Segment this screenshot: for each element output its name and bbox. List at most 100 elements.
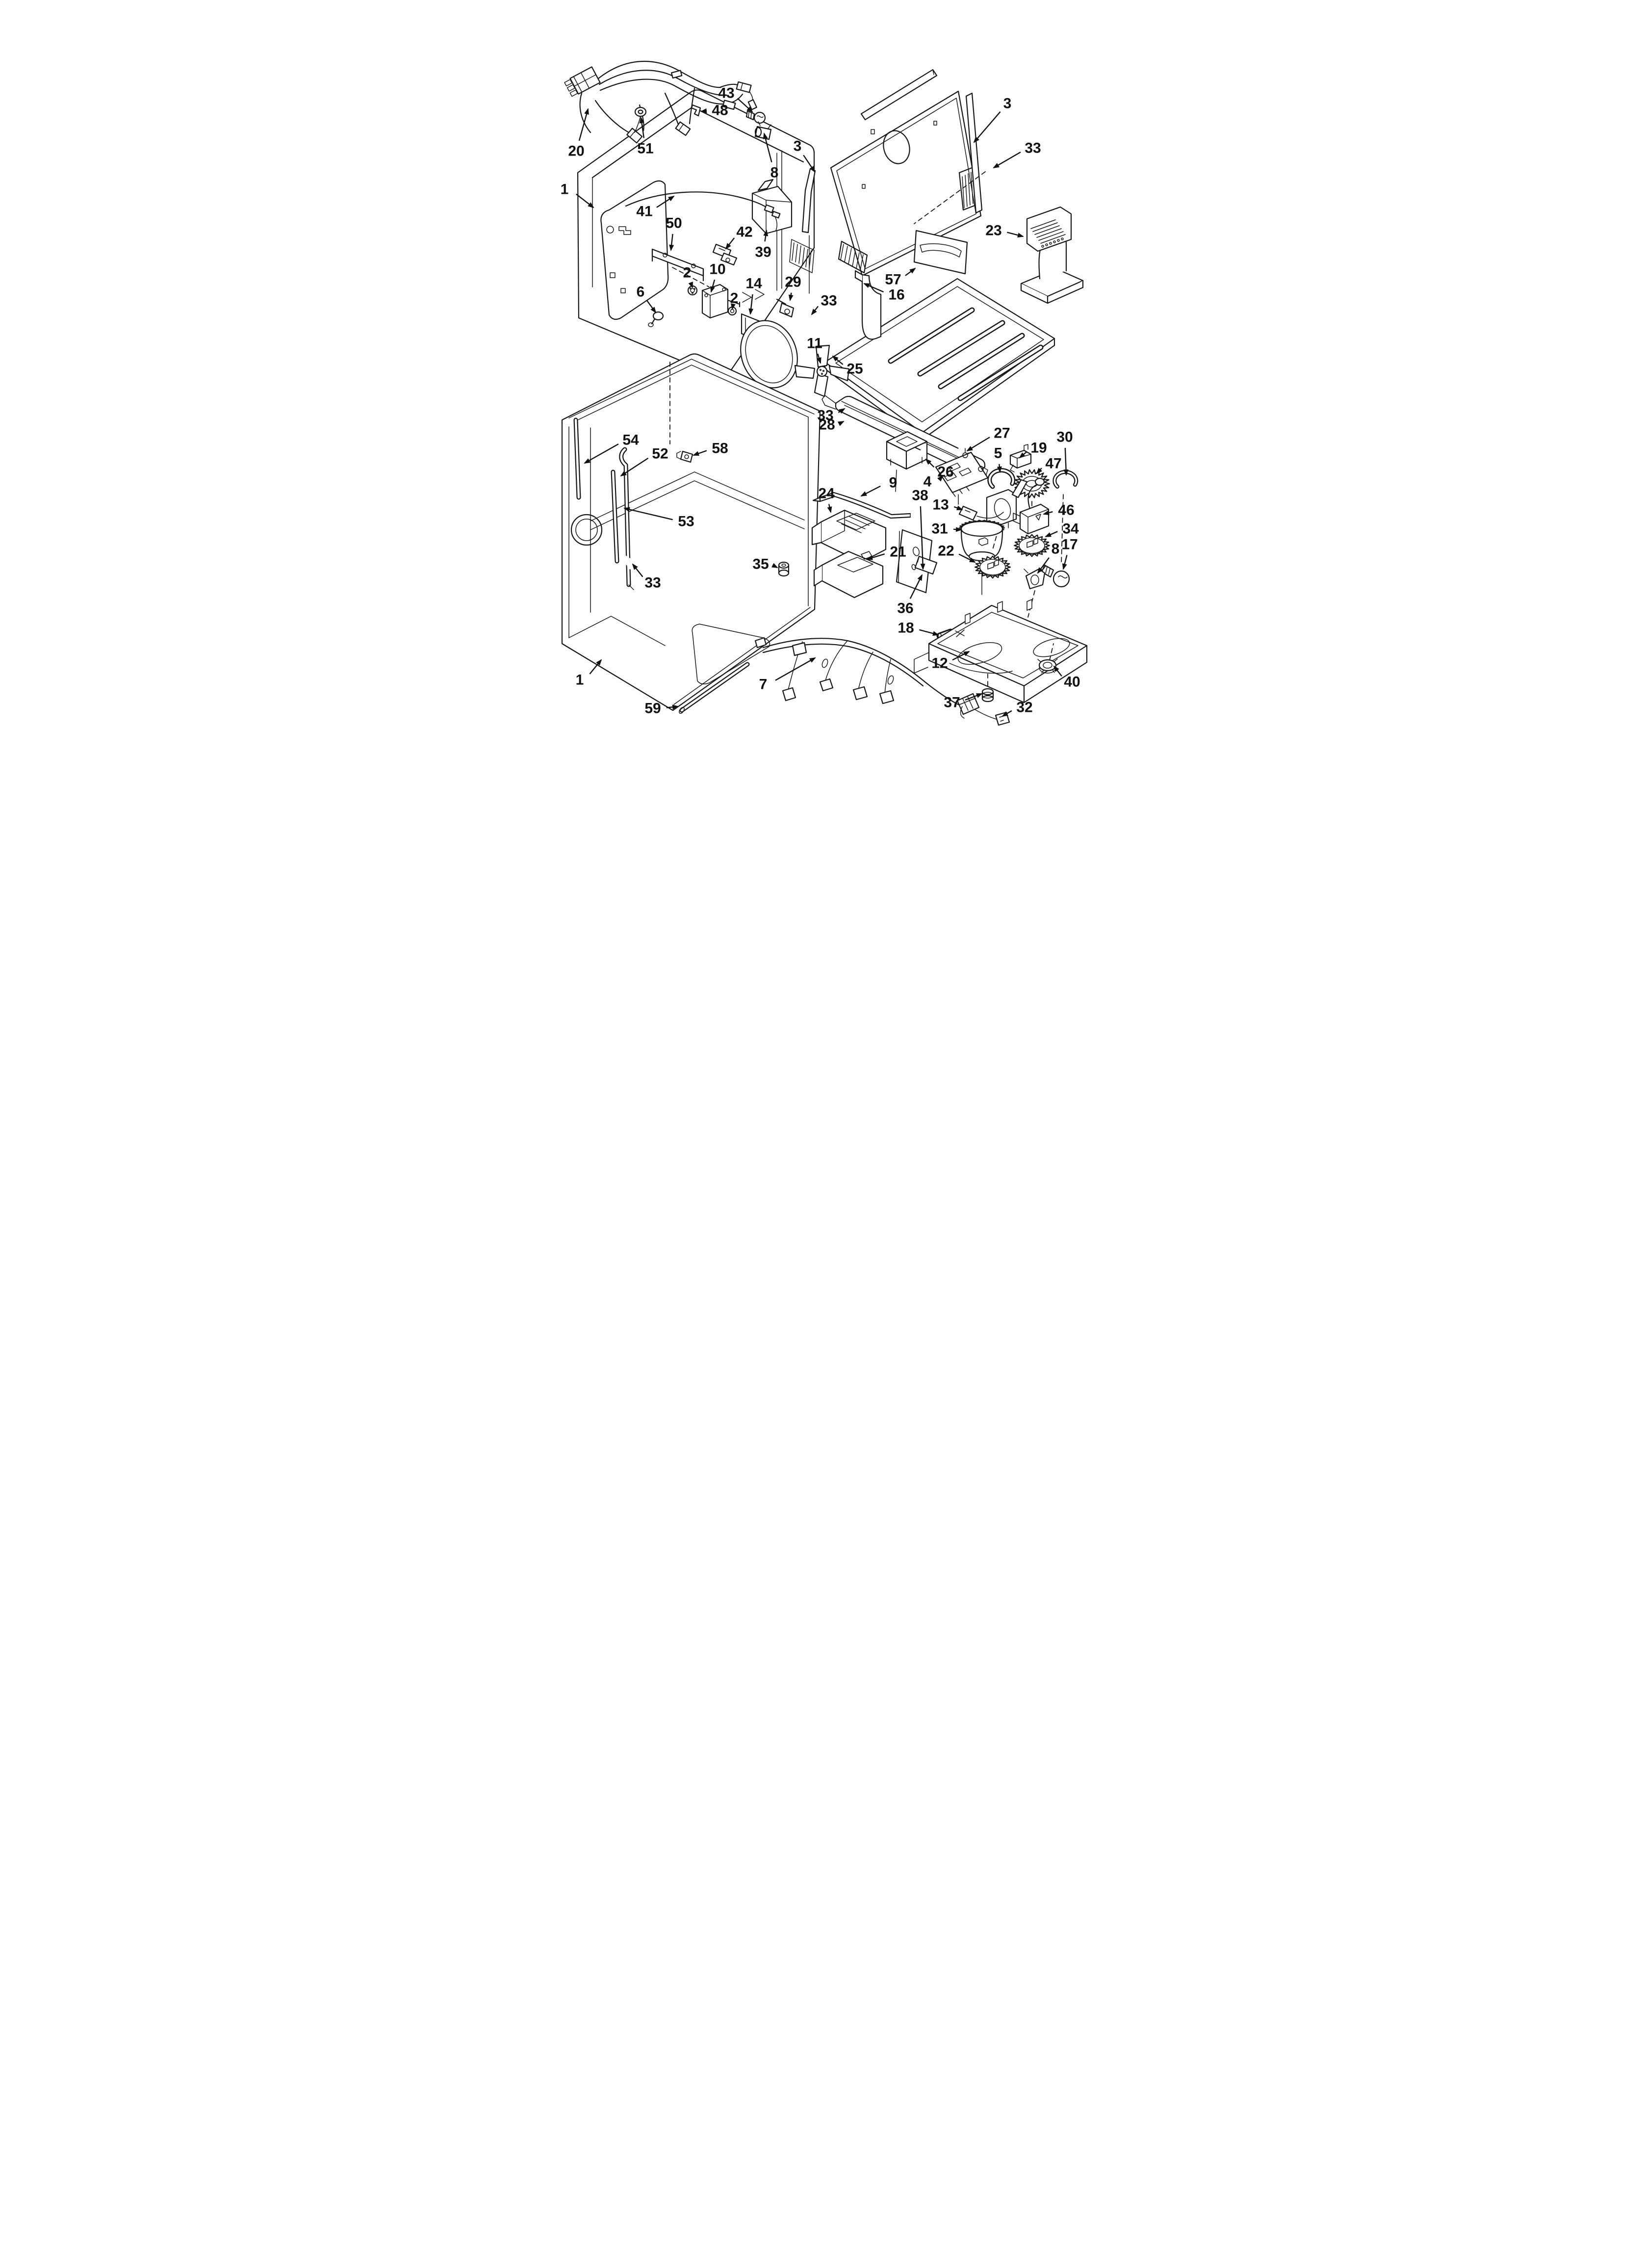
callout-40: 40: [1053, 665, 1080, 690]
control-board-4: [935, 448, 989, 505]
callout-2-b: 2: [730, 290, 738, 310]
callout-50: 50: [666, 215, 682, 251]
part-number-label-33-mid: 33: [821, 293, 837, 309]
wire-harness-top: [564, 60, 772, 144]
callout-arrow-6: [646, 300, 657, 313]
part-number-label-19: 19: [1030, 440, 1047, 456]
plate-36: [914, 555, 938, 575]
callout-6: 6: [637, 284, 657, 313]
callout-arrow-41: [656, 195, 675, 208]
callout-arrow-46: [1043, 510, 1053, 515]
callout-52: 52: [620, 446, 668, 477]
part-number-label-33-panel: 33: [1025, 140, 1041, 156]
callout-35: 35: [752, 556, 778, 573]
part-number-label-51: 51: [637, 141, 653, 157]
spacer-35: [778, 561, 790, 577]
part-number-label-29: 29: [785, 274, 801, 290]
air-duct-24: [811, 509, 887, 563]
callout-arrow-9: [860, 485, 881, 497]
callout-39: 39: [755, 230, 771, 261]
callout-arrow-4: [937, 475, 944, 482]
callout-arrow-42: [725, 237, 735, 250]
callout-arrow-40: [1053, 665, 1062, 677]
clip-48: [691, 104, 701, 117]
panel-trim-strip-top: [860, 69, 938, 121]
callout-arrow-22: [958, 553, 976, 563]
part-number-label-12: 12: [931, 655, 948, 672]
callout-arrow-19: [1019, 451, 1027, 459]
rear-air-panel: [801, 69, 986, 277]
callout-12: 12: [931, 651, 970, 672]
part-number-label-4: 4: [924, 474, 932, 490]
callout-arrow-24: [827, 504, 832, 513]
callout-arrow-39: [763, 230, 769, 242]
callout-34: 34: [1045, 521, 1079, 538]
part-number-label-25: 25: [847, 361, 863, 377]
callout-3-right: 3: [973, 96, 1012, 143]
callout-41: 41: [636, 195, 675, 220]
part-number-label-14: 14: [745, 276, 762, 292]
part-number-label-3-right: 3: [1003, 96, 1012, 112]
part-number-label-58: 58: [712, 441, 728, 457]
callout-arrow-35: [771, 563, 778, 569]
plug-button-6: [648, 311, 664, 327]
callout-21: 21: [866, 544, 906, 560]
callout-5: 5: [994, 445, 1002, 473]
callout-18: 18: [898, 620, 939, 636]
timer-gear-47: [1013, 469, 1051, 498]
part-number-label-27: 27: [994, 425, 1010, 442]
callout-arrow-28: [837, 420, 845, 426]
callout-16: 16: [863, 283, 905, 303]
callout-32: 32: [1001, 700, 1033, 717]
callout-arrow-3-right: [973, 111, 1001, 143]
part-number-label-54: 54: [622, 432, 639, 448]
callout-8-bottom: 8: [1037, 541, 1060, 574]
lamp-housing-12: [914, 599, 1088, 704]
callout-arrow-23: [1007, 232, 1024, 238]
part-number-label-9: 9: [889, 475, 898, 491]
sensor-rod-9: [812, 492, 911, 519]
callout-42: 42: [725, 224, 753, 250]
callout-33-left: 33: [632, 563, 661, 591]
part-number-label-8-bottom: 8: [1052, 541, 1060, 557]
light-bulb-43: [745, 110, 766, 124]
part-number-label-22: 22: [938, 543, 954, 559]
callout-arrow-54: [584, 443, 619, 464]
switch-19: [1009, 444, 1032, 472]
fill-tube-duct-16: [854, 270, 882, 340]
part-number-label-32: 32: [1016, 700, 1032, 716]
part-number-label-35: 35: [752, 556, 769, 573]
callout-47: 47: [1036, 456, 1062, 474]
fan-shroud-29: [740, 298, 798, 389]
diagram-line-art: [561, 60, 1088, 726]
light-bulb-17: [1041, 494, 1070, 588]
callout-arrow-29: [788, 292, 794, 301]
callout-arrow-58: [693, 450, 707, 456]
callout-37: 37: [944, 693, 983, 711]
callout-8-top: 8: [763, 132, 779, 181]
callout-20: 20: [568, 108, 589, 159]
part-number-label-33-fan: 33: [817, 408, 833, 424]
callout-13: 13: [932, 497, 963, 513]
part-number-label-8-top: 8: [770, 165, 779, 181]
part-number-label-50: 50: [666, 215, 682, 232]
callout-arrow-10: [710, 279, 716, 293]
callout-arrow-16: [863, 283, 884, 293]
callout-arrow-21: [866, 553, 885, 560]
callout-36: 36: [897, 574, 923, 617]
clip-42: [712, 243, 738, 266]
part-number-label-57: 57: [885, 272, 901, 288]
callout-46: 46: [1043, 502, 1075, 519]
part-number-label-11: 11: [807, 336, 822, 352]
callout-arrow-14: [748, 294, 754, 315]
part-number-label-59: 59: [644, 701, 661, 717]
callout-arrow-37: [965, 693, 983, 701]
callout-3-left: 3: [794, 138, 816, 173]
callout-arrow-8-bottom: [1037, 557, 1050, 574]
part-number-label-26: 26: [937, 464, 953, 480]
callout-9: 9: [860, 475, 898, 497]
air-duct-21: [813, 550, 884, 599]
callout-48: 48: [700, 103, 728, 119]
